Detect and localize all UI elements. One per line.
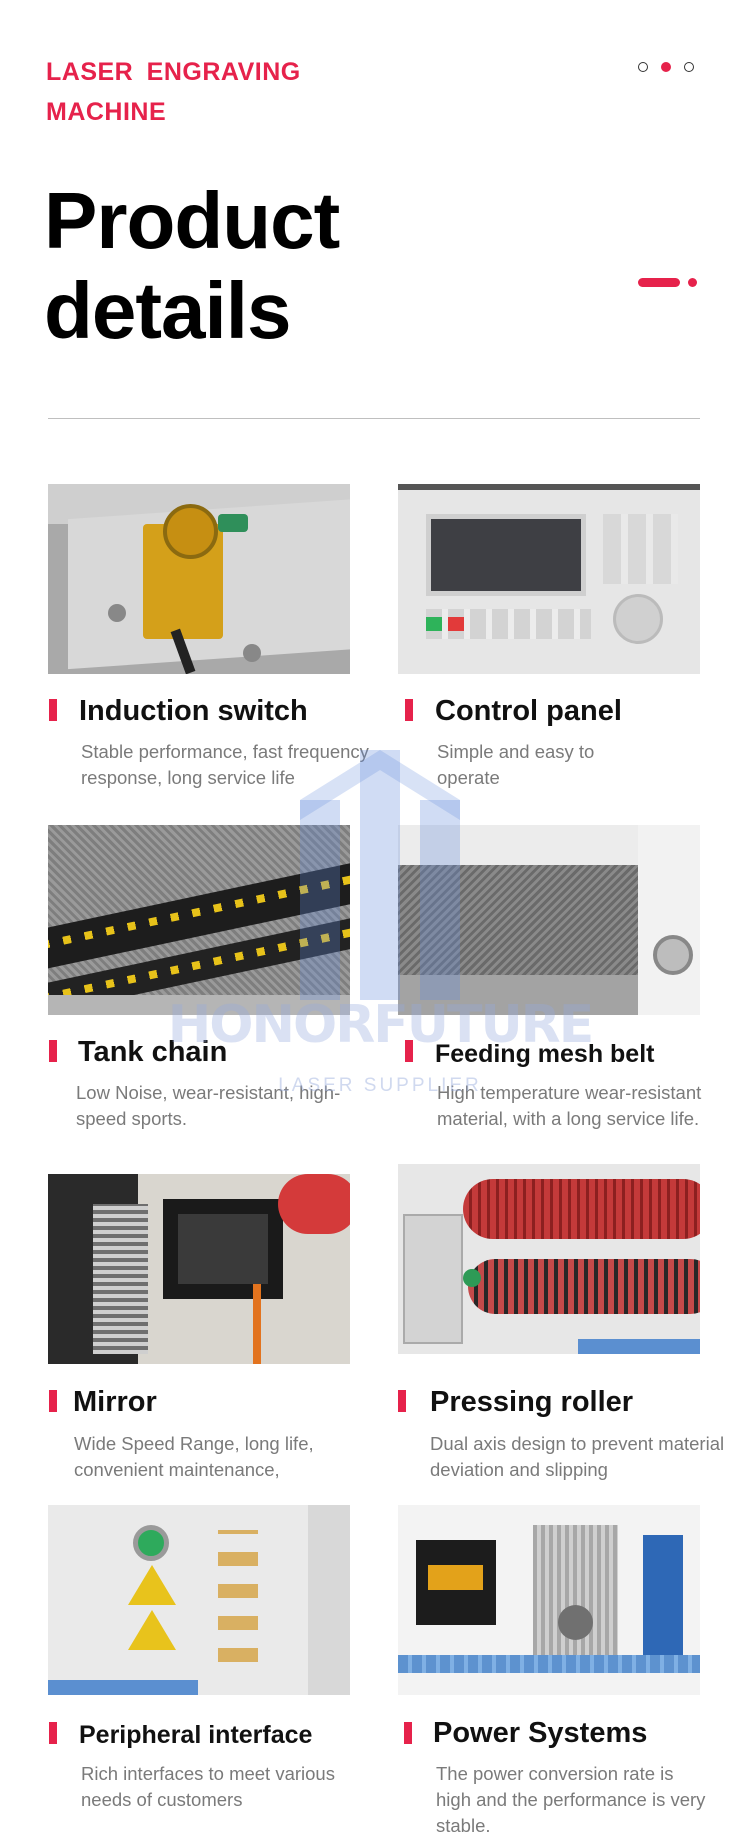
- mirror-image: [48, 1174, 350, 1364]
- item-description: Rich interfaces to meet various needs of…: [81, 1763, 335, 1810]
- page-title: Product details: [44, 176, 340, 355]
- tank-chain-image: [48, 825, 350, 1015]
- item-description: Simple and easy to operate: [437, 741, 595, 788]
- item-description: Dual axis design to prevent material dev…: [430, 1433, 725, 1480]
- item-title: Induction switch: [79, 695, 308, 727]
- item-title: Power Systems: [433, 1717, 648, 1749]
- pagination-dots[interactable]: [638, 62, 694, 72]
- pagination-dot-1[interactable]: [638, 62, 648, 72]
- item-title: Peripheral interface: [79, 1721, 313, 1749]
- item-title: Feeding mesh belt: [435, 1040, 655, 1068]
- title-accent: [638, 278, 697, 287]
- accent-bar: [638, 278, 680, 287]
- item-title: Mirror: [73, 1386, 157, 1418]
- item-marker: [49, 1722, 57, 1744]
- item-title: Control panel: [435, 695, 622, 727]
- item-marker: [49, 1390, 57, 1412]
- item-title: Pressing roller: [430, 1386, 634, 1418]
- header-divider: [48, 418, 700, 419]
- item-marker: [49, 1040, 57, 1062]
- item-description: Wide Speed Range, long life, convenient …: [74, 1433, 314, 1480]
- item-title: Tank chain: [78, 1036, 228, 1068]
- feeding-mesh-belt-image: [398, 825, 700, 1015]
- power-systems-image: [398, 1505, 700, 1695]
- pagination-dot-3[interactable]: [684, 62, 694, 72]
- control-panel-image: [398, 484, 700, 674]
- induction-switch-image: [48, 484, 350, 674]
- item-marker: [49, 699, 57, 721]
- accent-dot: [688, 278, 697, 287]
- item-marker: [405, 1040, 413, 1062]
- item-marker: [405, 699, 413, 721]
- peripheral-interface-image: [48, 1505, 350, 1695]
- pressing-roller-image: [398, 1164, 700, 1354]
- item-description: High temperature wear-resistant material…: [437, 1082, 702, 1129]
- item-description: The power conversion rate is high and th…: [436, 1763, 706, 1836]
- page-kicker: LASER ENGRAVING MACHINE: [46, 58, 301, 126]
- item-description: Stable performance, fast frequency respo…: [81, 741, 369, 788]
- item-marker: [398, 1390, 406, 1412]
- item-description: Low Noise, wear-resistant, high-speed sp…: [76, 1082, 341, 1129]
- item-marker: [404, 1722, 412, 1744]
- pagination-dot-2[interactable]: [661, 62, 671, 72]
